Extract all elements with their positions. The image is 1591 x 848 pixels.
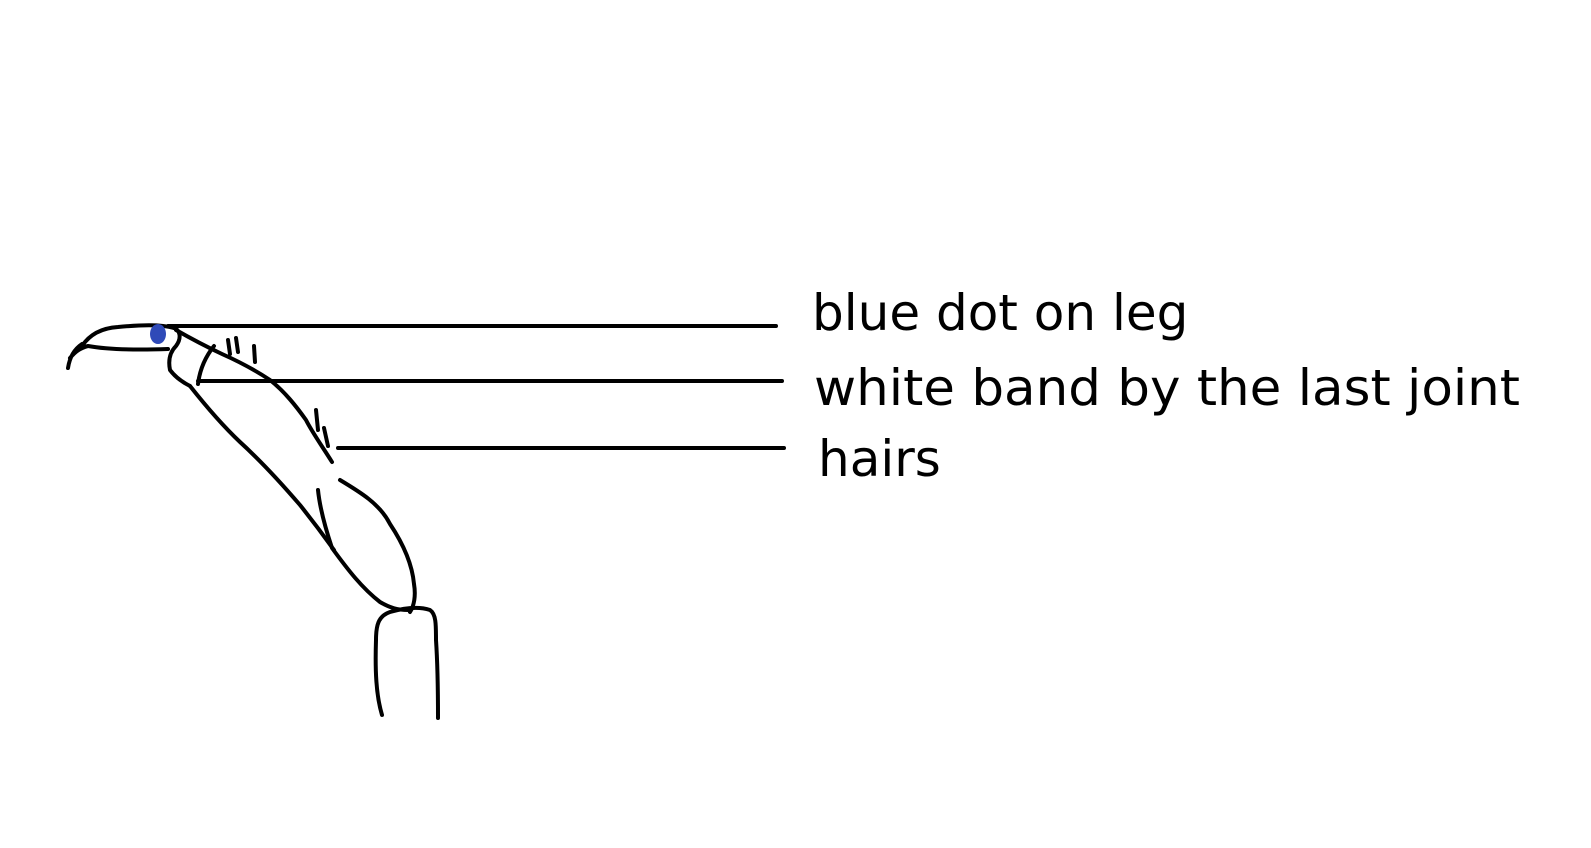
blue-dot-marker: [150, 324, 166, 344]
leg-claw: [66, 323, 176, 370]
leg-drawing: [66, 323, 440, 720]
leg-tibia: [338, 478, 417, 614]
hair: [322, 426, 330, 448]
leg-tip-segment: [167, 326, 192, 388]
leg-base-segment: [373, 605, 440, 720]
label-blue-dot: blue dot on leg: [812, 284, 1188, 342]
hair: [226, 338, 232, 356]
label-white-band: white band by the last joint: [814, 359, 1520, 417]
leg-tarsus-lower: [188, 384, 336, 552]
hairs-group: [226, 336, 330, 448]
white-band-edge: [196, 344, 216, 386]
hair: [314, 408, 320, 432]
leg-tibia-inner: [316, 488, 410, 612]
label-hairs: hairs: [818, 430, 941, 488]
hair: [234, 336, 240, 354]
hair: [252, 344, 257, 364]
